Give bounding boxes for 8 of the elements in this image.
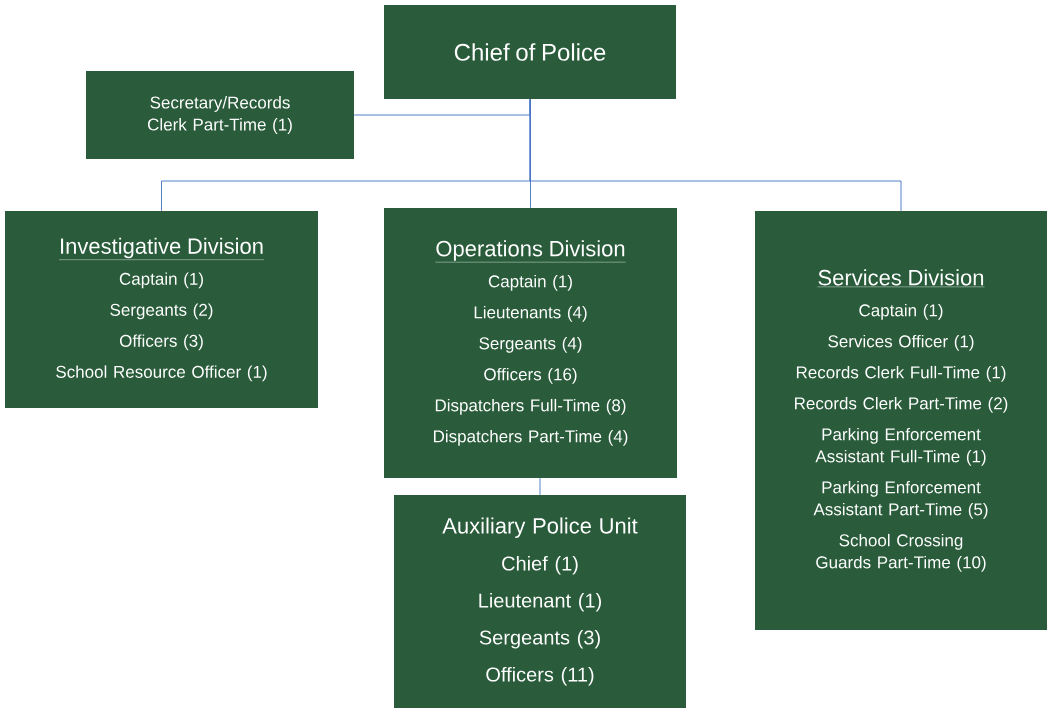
division-box: Investigative Division Captain (1) Sergeants (2) Officers (3) School Resource Officer (1): [5, 211, 318, 408]
division-box: Auxiliary Police Unit Chief (1) Lieutenant (1) Sergeants (3) Officers (11): [394, 495, 686, 708]
division-box: Operations Division Captain (1) Lieutenants (4) Sergeants (4) Officers (16) Dispatchers Full-Time (8) Dispatchers Part-Time (4): [384, 208, 677, 478]
connector-line: [529, 98, 902, 212]
staff-box: Secretary/Records Clerk Part-Time (1): [86, 71, 354, 159]
connector-line: [539, 477, 541, 496]
chief-box: Chief of Police: [384, 5, 676, 99]
division-box: Services Division Captain (1) Services Officer (1) Records Clerk Full-Time (1) Records Clerk Part-Time (2) Parking Enforcement Assistant Full-Time (1) Parking Enforcement Assistant Part-Time (5) School Crossing Guards Part-Time (10): [755, 211, 1047, 630]
